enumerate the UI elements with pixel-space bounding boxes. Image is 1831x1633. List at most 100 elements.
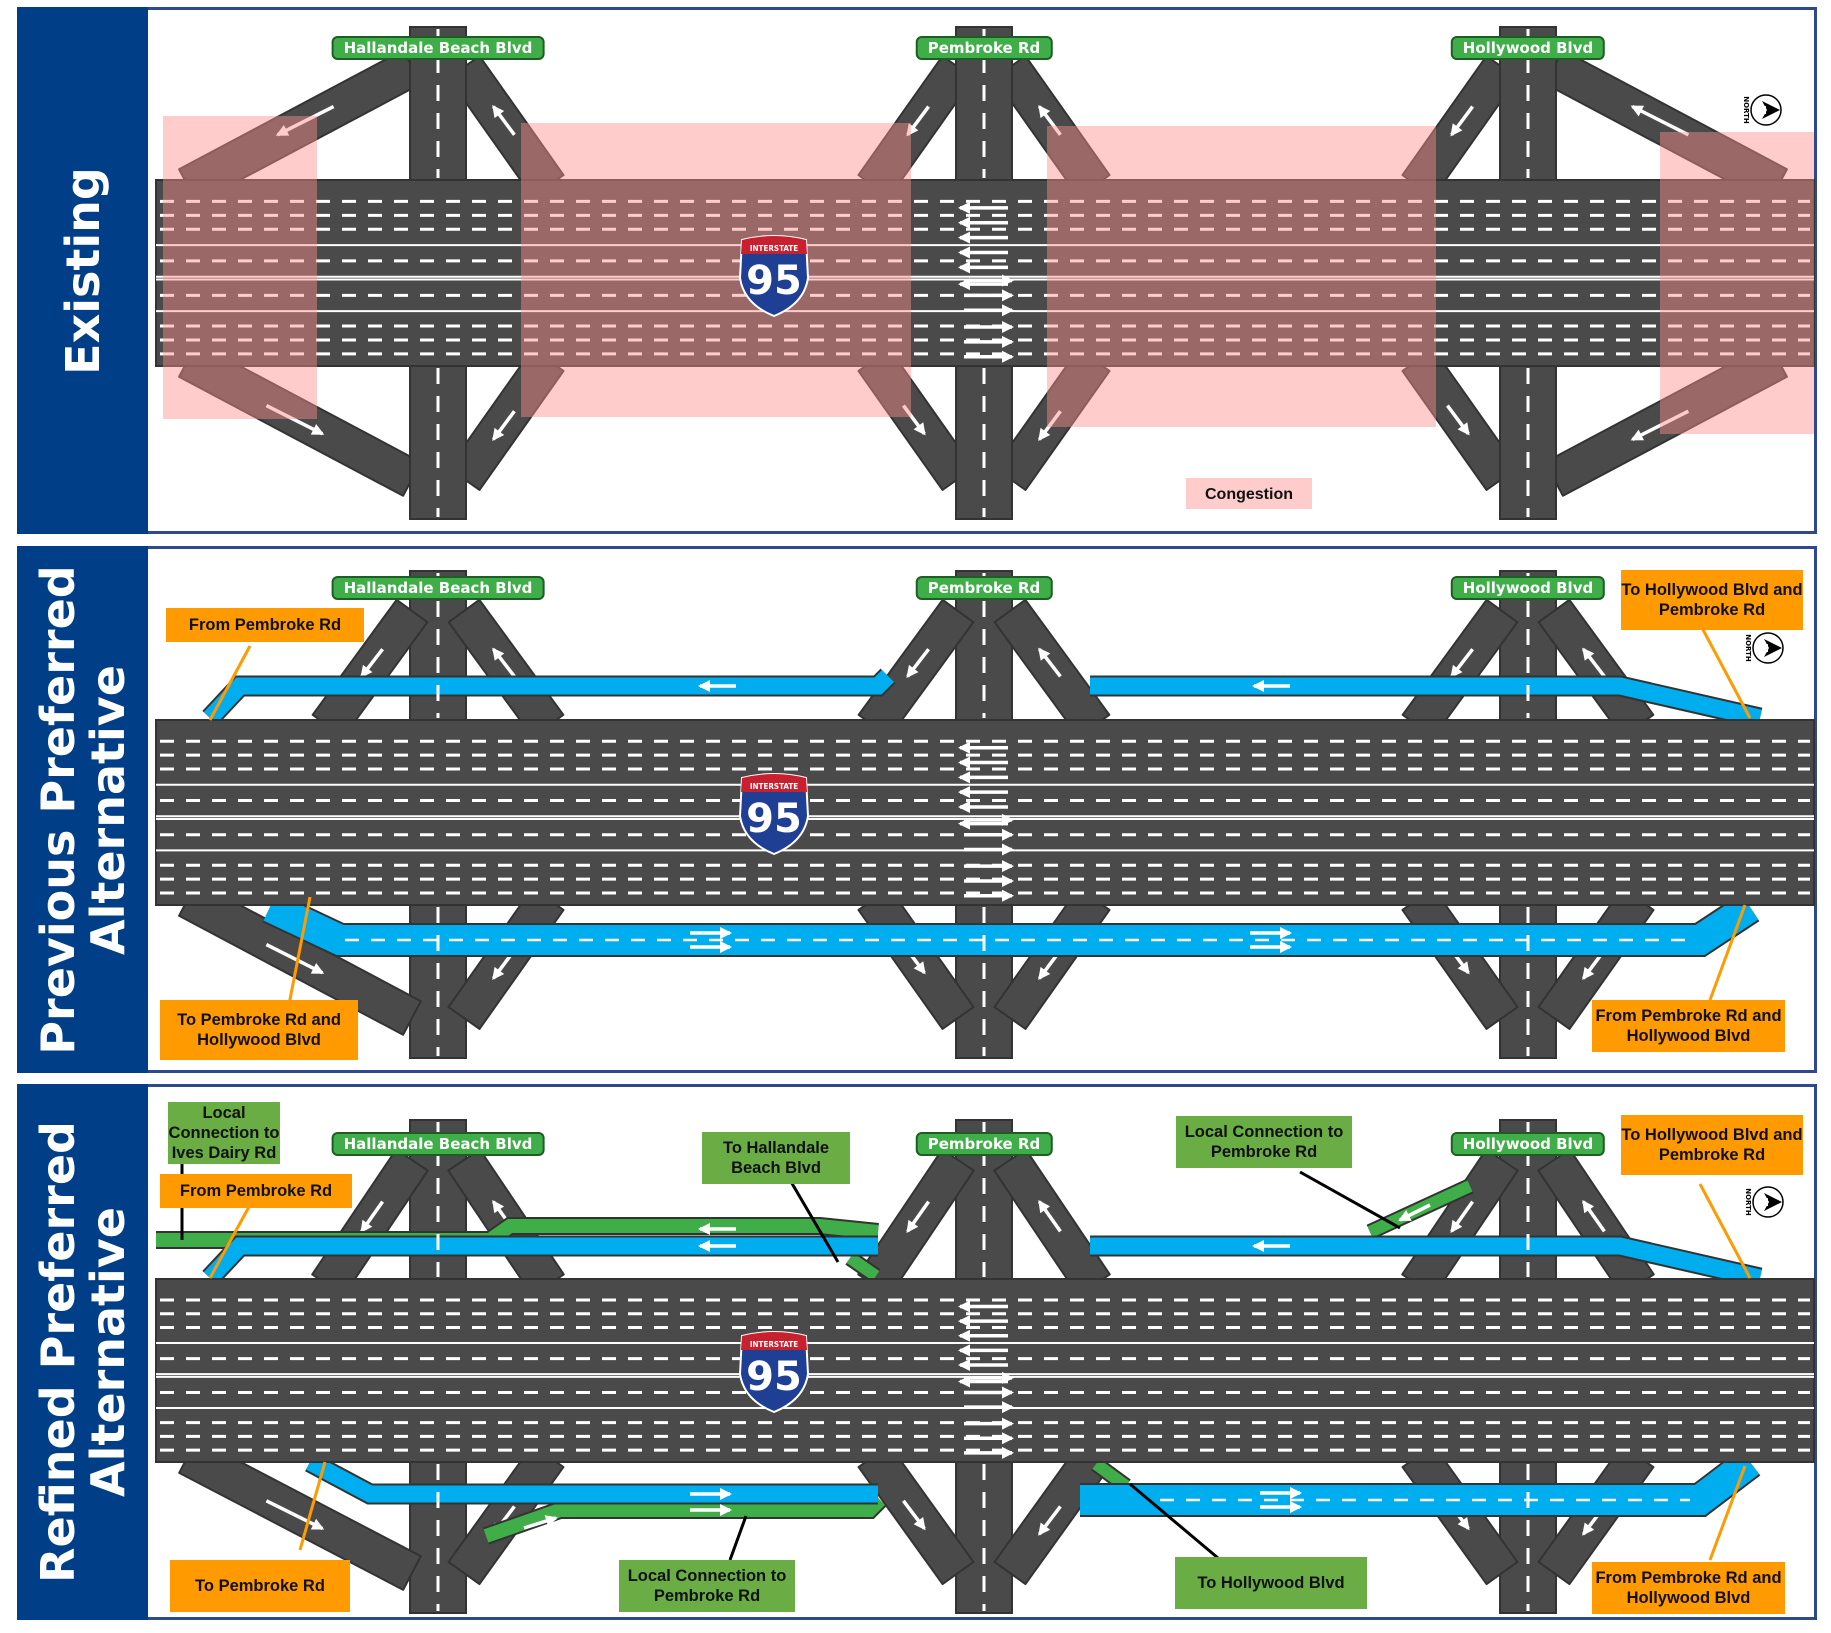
arrow-head <box>698 1223 710 1235</box>
arrow-head <box>958 771 970 784</box>
ramp-arrow <box>265 1499 325 1531</box>
arrow-head <box>1290 1501 1302 1513</box>
street-sign: Pembroke Rd <box>915 1132 1053 1156</box>
lane-arrow-east <box>964 813 1014 826</box>
shield-top <box>741 1332 807 1350</box>
ramp-arrow <box>906 648 930 678</box>
leader-line <box>728 1515 748 1561</box>
arrow-head <box>492 104 505 119</box>
callout-label: To Pembroke Rd <box>170 1560 350 1612</box>
leader-line <box>208 645 252 721</box>
ramp-arrow <box>1450 648 1474 678</box>
arrow-head <box>913 1517 926 1531</box>
arrow-head <box>1002 274 1014 287</box>
arrow-head <box>310 423 325 435</box>
ramp-ne <box>993 598 1111 739</box>
arrow-head <box>1038 1200 1051 1214</box>
ramp-arrow <box>1450 1200 1475 1234</box>
lane-arrow-east <box>964 335 1014 348</box>
shield-number: 95 <box>746 258 802 304</box>
i95-mainline <box>155 1278 1815 1463</box>
i95-mainline <box>155 179 1815 367</box>
north-pointer <box>1762 101 1780 119</box>
arrow-head <box>1280 941 1292 953</box>
north-letter: N <box>1756 1197 1770 1207</box>
north-label: NORTH <box>1744 1188 1752 1216</box>
congestion-zone <box>1047 126 1436 427</box>
lane-arrow-east <box>964 274 1014 287</box>
lane-arrow-east <box>964 1401 1014 1414</box>
street-sign: Hollywood Blvd <box>1450 576 1606 600</box>
ramp-arrow <box>1450 105 1475 137</box>
ramp-ne <box>447 55 565 198</box>
lane-arrow-west <box>958 261 1008 274</box>
lane-arrow-west <box>958 800 1008 813</box>
callout-label: From Pembroke Rd <box>160 1174 352 1208</box>
shield-label: INTERSTATE <box>750 244 798 253</box>
arrow-head <box>1252 1240 1264 1252</box>
local-arrow <box>690 1504 732 1516</box>
arrow-head <box>1450 123 1463 137</box>
arrow-head <box>1002 889 1014 902</box>
lane-fill <box>1092 1459 1130 1491</box>
shield-number: 95 <box>746 1354 802 1400</box>
local-ramp-to-hallandale <box>845 1251 881 1283</box>
lane-arrow-east <box>964 860 1014 873</box>
lane-arrow-west <box>958 1315 1008 1328</box>
north-arrow-icon: NORTH N <box>1744 1186 1784 1218</box>
lane-fill <box>846 1253 880 1281</box>
arrow-head <box>1398 1210 1412 1221</box>
ramp-arrow <box>1581 1200 1606 1233</box>
callout-label: To Hollywood Blvd <box>1175 1557 1367 1609</box>
arrow-head <box>958 216 970 229</box>
arrow-head <box>1582 1522 1595 1536</box>
arrow-head <box>958 261 970 274</box>
lane-fill <box>1080 1450 1760 1515</box>
leader-line <box>1708 1465 1747 1561</box>
arrow-head <box>1038 427 1051 442</box>
arrow-head <box>958 231 970 244</box>
ramp-arrow <box>1037 1200 1062 1233</box>
arrow-head <box>1002 1446 1014 1459</box>
arrow-head <box>1002 304 1014 317</box>
arrow-head <box>913 961 926 975</box>
express-arrow <box>690 941 732 953</box>
arrow-head <box>492 427 505 442</box>
panel-sidebar: Existing <box>17 7 148 534</box>
arrow-head <box>492 647 505 661</box>
street-sign: Hallandale Beach Blvd <box>331 1132 545 1156</box>
arrow-shaft <box>1631 409 1690 442</box>
street-sign: Hallandale Beach Blvd <box>331 36 545 60</box>
arrow-head <box>1002 874 1014 887</box>
lane-fill <box>203 1237 878 1284</box>
north-label: NORTH <box>1742 96 1750 124</box>
panel-sidebar: Previous Preferred Alternative <box>17 546 148 1073</box>
arrow-head <box>1290 1487 1302 1499</box>
callout-label: Local Connection to Ives Dairy Rd <box>168 1102 280 1164</box>
street-sign: Hallandale Beach Blvd <box>331 576 545 600</box>
ramp-ne <box>993 55 1111 198</box>
express-lane-southbound-east <box>1080 1448 1761 1517</box>
ramp-arrow <box>1038 647 1062 678</box>
lane-arrow-west <box>958 771 1008 784</box>
callout-label: To Hollywood Blvd and Pembroke Rd <box>1621 1115 1803 1175</box>
north-circle <box>1752 1186 1784 1218</box>
callout-label: From Pembroke Rd <box>166 608 364 642</box>
lane-fill <box>203 669 895 724</box>
lane-arrow-east <box>964 828 1014 841</box>
north-pointer <box>1764 1193 1782 1211</box>
street-sign: Pembroke Rd <box>915 36 1053 60</box>
shield-label: INTERSTATE <box>750 782 798 791</box>
arrow-head <box>906 1219 919 1234</box>
lane-arrow-west <box>958 231 1008 244</box>
ramp-arrow <box>491 104 516 136</box>
lane-arrow-west <box>958 756 1008 769</box>
arrow-head <box>1002 1386 1014 1399</box>
ramp-ne <box>1537 598 1655 739</box>
north-pointer <box>1764 639 1782 657</box>
arrow-head <box>1002 843 1014 856</box>
